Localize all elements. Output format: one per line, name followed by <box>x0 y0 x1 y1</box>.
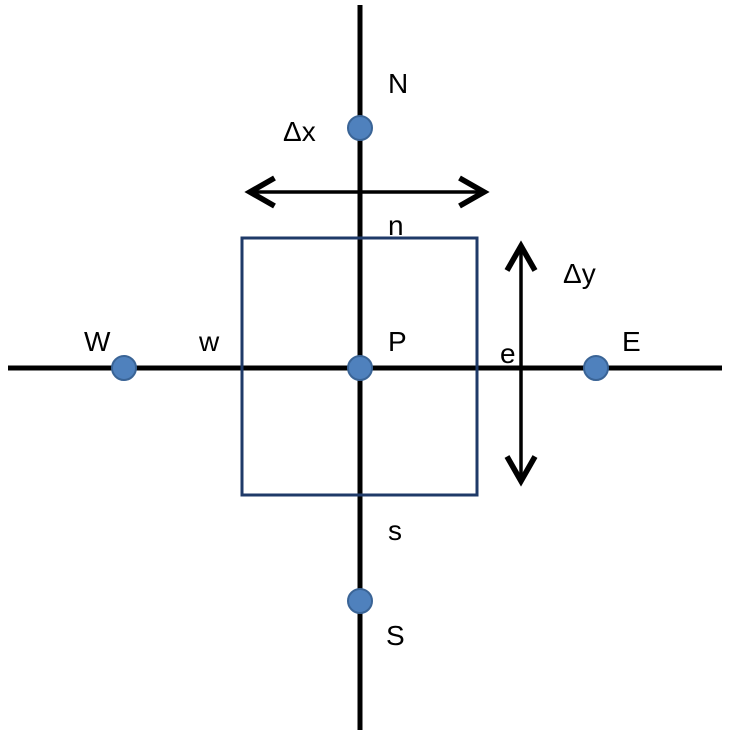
node-east-label: E <box>622 326 641 357</box>
face-east-label: e <box>500 338 516 369</box>
node-south-label: S <box>386 620 405 651</box>
node-north-point <box>347 115 373 141</box>
node-north-label: N <box>388 68 408 99</box>
node-south-point <box>347 588 373 614</box>
node-center-point <box>347 355 373 381</box>
control-volume-box <box>240 236 479 497</box>
node-center-label: P <box>388 326 407 357</box>
node-west-label: W <box>84 326 111 357</box>
face-west-label: w <box>198 326 220 357</box>
delta-y-label: Δy <box>563 258 596 289</box>
delta-x-label: Δx <box>283 116 316 147</box>
face-north-label: n <box>388 210 404 241</box>
node-east-point <box>583 355 609 381</box>
node-west-point <box>111 355 137 381</box>
face-south-label: s <box>388 515 402 546</box>
